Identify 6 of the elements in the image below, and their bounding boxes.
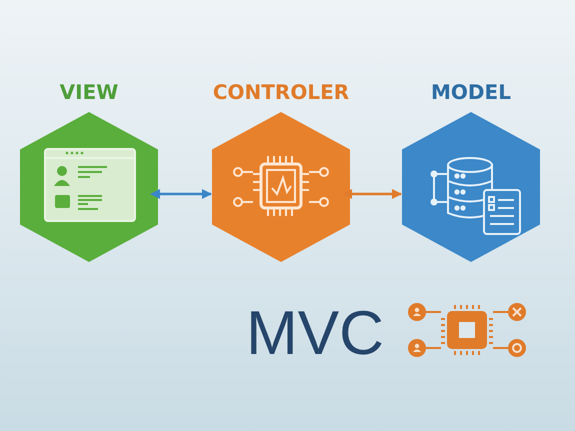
double-arrow [342, 189, 402, 199]
node-title: CONTROLER [212, 80, 350, 104]
double-arrow [150, 189, 212, 199]
node-title: MODEL [430, 80, 512, 104]
node-title: VIEW [58, 80, 120, 104]
title-text: MVC [245, 298, 385, 369]
